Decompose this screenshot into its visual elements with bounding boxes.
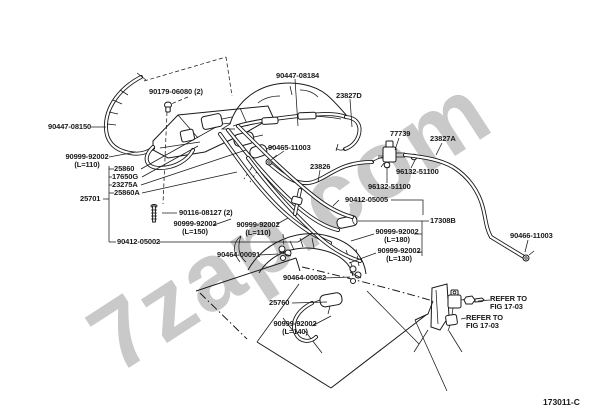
part-label-90179-06080: 90179-06080 (2) [149,87,203,96]
part-label-96132-51100-b: 96132-51100 [368,182,411,191]
vsv-25760 [311,292,343,315]
part-label-90466-11003: 90466-11003 [510,231,553,240]
part-label-90464-00082: 90464-00082 [283,273,327,282]
part-label-90412-05002: 90412-05002 [117,237,161,246]
part-label-23275A: 23275A [112,180,138,189]
hose-90447-08184 [236,111,348,128]
part-label-90465-11003: 90465-11003 [268,143,311,152]
hose-23826 [268,160,374,186]
engine-assembly [195,233,448,392]
part-label-96132-51100-a: 96132-51100 [396,167,439,176]
clip-90464-00082-icon [349,265,362,284]
part-label-90447-08150: 90447-08150 [48,122,92,131]
bolt-90179-06080-icon [164,101,172,113]
part-label-90116-08127: 90116-08127 (2) [179,208,233,217]
vacuum-hose-bundle [218,124,362,263]
hose-l140 [292,301,318,343]
part-label-90464-00091: 90464-00091 [217,250,261,259]
part-label-90999-92002-l110-left: 90999-92002(L=110) [65,152,109,169]
solenoid-bracket-assembly [413,283,485,353]
clip-90464-00091-icon [278,245,292,261]
figure-code: 173011-C [543,397,580,407]
part-label-77739: 77739 [390,129,411,138]
air-cleaner-housing [220,82,348,130]
part-label-90999-92002-l130: 90999-92002(L=130) [377,246,421,263]
part-label-90412-05005: 90412-05005 [345,195,389,204]
part-label-90999-92002-l140: 90999-92002(L=140) [273,319,317,336]
stud-bolt-90116-08127-icon [150,204,158,223]
part-label-25760: 25760 [269,298,290,307]
part-label-17650G: 17650G [112,172,139,181]
clip-90466-11003-icon [522,250,535,262]
part-label-90999-92002-l110-mid: 90999-92002(L=110) [236,220,280,237]
check-valve-77739 [371,140,405,168]
part-label-90447-08184: 90447-08184 [276,71,320,80]
part-label-23826: 23826 [310,162,331,171]
hose-23827a [403,153,526,259]
part-label-90999-92002-l150: 90999-92002(L=150) [173,219,217,236]
hose-23827d [335,115,362,152]
leader-lines [91,78,529,327]
part-label-25860A: 25860A [114,188,140,197]
hose-loop-l110-left [144,145,195,171]
part-label-17308B: 17308B [430,216,456,225]
part-label-23827D: 23827D [336,91,362,100]
part-label-25701: 25701 [80,194,101,203]
part-label-25860: 25860 [114,164,135,173]
part-label-23827A: 23827A [430,134,456,143]
part-label-90999-92002-l180: 90999-92002(L=180) [375,227,419,244]
hose-90447-08150 [103,72,155,156]
